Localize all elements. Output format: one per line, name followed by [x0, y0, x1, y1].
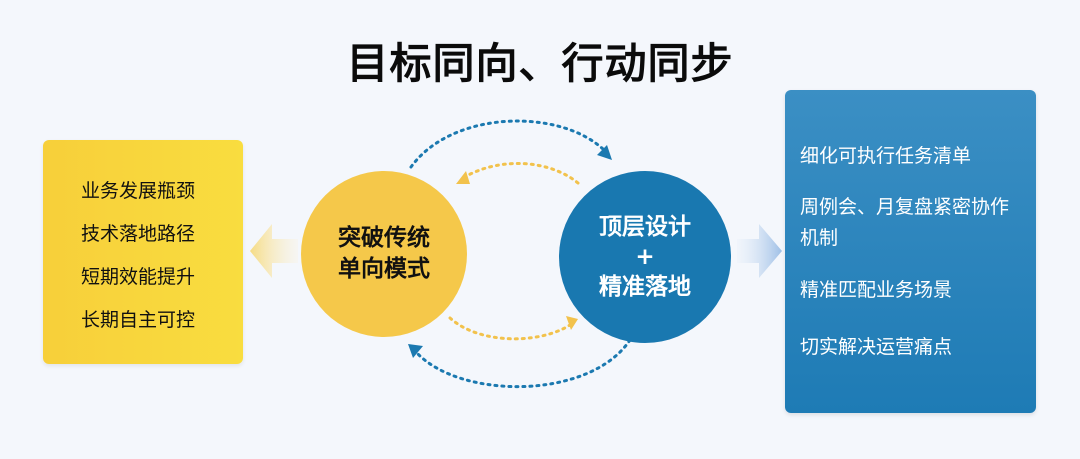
right-panel-item: 周例会、月复盘紧密协作机制 [800, 196, 1010, 249]
upper-yellow-arc [461, 162, 580, 185]
left-panel-item: 长期自主可控 [81, 309, 196, 331]
diagram-title: 目标同向、行动同步 [346, 39, 734, 88]
right-panel: 细化可执行任务清单 周例会、月复盘紧密协作机制 精准匹配业务场景 切实解决运营痛… [785, 90, 1036, 413]
yellow-circle-line2: 单向模式 [338, 256, 430, 282]
right-panel-item: 精准匹配业务场景 [800, 279, 953, 301]
left-panel: 业务发展瓶颈 技术落地路径 短期效能提升 长期自主可控 [43, 140, 243, 364]
left-arrow-icon [250, 224, 298, 278]
blue-circle-line1: 顶层设计 [599, 214, 691, 240]
blue-circle-plus: + [635, 244, 655, 270]
right-arrow-icon [737, 224, 782, 278]
blue-circle-line2: 精准落地 [599, 274, 691, 300]
yellow-circle-line1: 突破传统 [338, 225, 430, 251]
bottom-blue-arrowhead-icon [408, 344, 423, 358]
left-panel-item: 业务发展瓶颈 [81, 180, 196, 202]
right-panel-item: 切实解决运营痛点 [800, 336, 953, 358]
top-blue-arrowhead-icon [597, 145, 612, 160]
lower-yellow-arrowhead-icon [566, 316, 578, 330]
top-blue-arc [409, 119, 606, 169]
right-panel-item: 细化可执行任务清单 [800, 145, 972, 167]
bottom-blue-arc [414, 338, 632, 389]
upper-yellow-arrowhead-icon [456, 171, 470, 184]
break-tradition-circle: 突破传统 单向模式 [301, 171, 467, 337]
top-design-circle: 顶层设计 + 精准落地 [559, 171, 731, 343]
left-panel-item: 短期效能提升 [81, 266, 196, 288]
lower-yellow-arc [448, 316, 572, 341]
left-panel-item: 技术落地路径 [81, 223, 196, 245]
